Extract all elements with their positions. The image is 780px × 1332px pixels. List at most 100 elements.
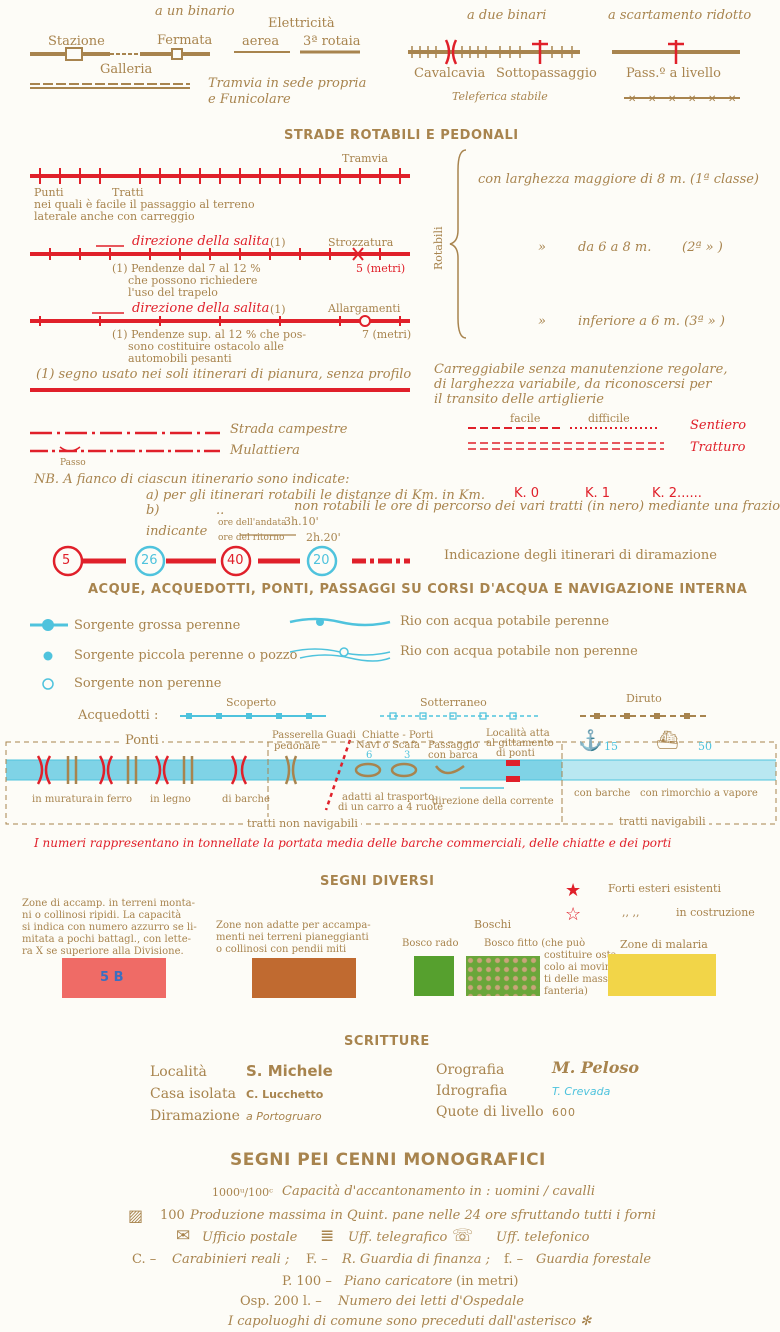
produzione-text: Produzione massima in Quint. pane nelle … xyxy=(190,1208,656,1223)
carreggiabile-line2: di larghezza variabile, da riconoscersi … xyxy=(434,377,712,392)
ponte-muratura: in muratura xyxy=(32,794,93,805)
nb-line3-ditto: .. xyxy=(216,503,225,518)
sorgente-grossa-label: Sorgente grossa perenne xyxy=(74,618,241,633)
bosco-fitto-3: colo ai movimen- xyxy=(544,962,630,973)
piano-unit: (in metri) xyxy=(456,1274,519,1289)
km-2: K. 2...... xyxy=(652,486,702,501)
sorgente-piccola-label: Sorgente piccola perenne o pozzo xyxy=(74,648,298,663)
rotabili-brace xyxy=(449,149,467,339)
nb-line3-b: b) xyxy=(146,503,160,518)
passerella-label: Passerella xyxy=(272,730,324,741)
uff-telefonico: Uff. telefonico xyxy=(496,1230,590,1245)
adatti-line2: di un carro a 4 ruote xyxy=(338,802,444,813)
strozzatura-value: 5 (metri) xyxy=(356,262,406,275)
elettricita-label: Elettricità xyxy=(268,16,335,31)
scritture-heading: SCRITTURE xyxy=(344,1034,430,1049)
chiatte-label: Chiatte - Porti xyxy=(362,730,434,741)
rotabili-class3-ditto: » xyxy=(538,314,546,329)
segni-heading: SEGNI DIVERSI xyxy=(320,874,435,889)
zone1-line4: mitata a pochi battagl., con lette- xyxy=(22,934,191,945)
circle-5: 5 xyxy=(62,553,71,568)
itinerary-circles xyxy=(52,545,338,577)
direzione-corrente: direzione della corrente xyxy=(432,796,554,807)
carabinieri-text: Carabinieri reali ; xyxy=(172,1252,290,1267)
ospedale-code: Osp. 200 l. – xyxy=(240,1294,322,1309)
forestale-text: Guardia forestale xyxy=(536,1252,652,1267)
con-rimorchio: con rimorchio a vapore xyxy=(640,788,758,799)
mulattiera-label: Mulattiera xyxy=(230,443,300,458)
bosco-fitto-swatch xyxy=(466,956,540,996)
zone1-line5: ra X se superiore alla Divisione. xyxy=(22,946,184,957)
ponte-legno: in legno xyxy=(150,794,191,805)
zone1-line1: Zone di accamp. in terreni monta- xyxy=(22,898,196,909)
guadi-label: Guadi xyxy=(326,730,356,741)
navi-3: 3 xyxy=(404,750,411,761)
segno-pianura-note: (1) segno usato nei soli itinerari di pi… xyxy=(36,367,412,382)
tratti-non-navigabili: tratti non navigabili xyxy=(244,817,361,830)
rail-double-heading: a due binari xyxy=(467,8,547,23)
orografia-label: Orografia xyxy=(436,1062,505,1078)
km-1: K. 1 xyxy=(585,486,611,501)
pend1-line1: (1) Pendenze dal 7 al 12 % xyxy=(112,262,261,275)
rotabili-label: Rotabili xyxy=(432,226,445,270)
pedonale-label: pedonale xyxy=(274,741,321,752)
adatti-line1: adatti al trasporto xyxy=(342,792,435,803)
circle-20: 20 xyxy=(313,553,330,568)
stroz-mark xyxy=(352,247,371,327)
bosco-rado-swatch xyxy=(414,956,454,996)
km-0: K. 0 xyxy=(514,486,540,501)
teleferica-line: ✕✕✕✕✕✕ xyxy=(628,94,736,105)
mark-1b: (1) xyxy=(270,303,286,316)
svg-text:✕: ✕ xyxy=(628,94,636,105)
idrografia-example: T. Crevada xyxy=(552,1085,611,1098)
navi-6: 6 xyxy=(366,750,373,761)
zone1-line2: ni o collinosi ripidi. La capacità xyxy=(22,910,182,921)
localita-label: Località xyxy=(150,1064,207,1080)
sottopassaggio-label: Sottopassaggio xyxy=(496,66,597,81)
cenni-heading: SEGNI PEI CENNI MONOGRAFICI xyxy=(230,1150,546,1170)
svg-text:✕: ✕ xyxy=(648,94,656,105)
ore-andata-value: 3h.10' xyxy=(284,515,319,528)
circle-40: 40 xyxy=(227,553,244,568)
indicante-label: indicante xyxy=(146,524,208,539)
svg-text:✕: ✕ xyxy=(728,94,736,105)
galleria-label: Galleria xyxy=(100,62,153,77)
teleferica-label: Teleferica stabile xyxy=(452,90,548,103)
rotabili-class2-ditto: » xyxy=(538,240,546,255)
anchor-icon: ⚓ xyxy=(578,728,603,752)
carabinieri-code: C. – xyxy=(132,1252,157,1267)
diramazione-scr-label: Diramazione xyxy=(150,1108,240,1124)
con-barche: con barche xyxy=(574,788,631,799)
svg-text:★: ★ xyxy=(565,880,581,901)
svg-text:☆: ☆ xyxy=(565,904,581,925)
zone-accampamento-swatch: 5 B xyxy=(62,958,166,998)
acquedotti-label: Acquedotti : xyxy=(78,708,159,723)
punti-label: Punti xyxy=(34,186,64,199)
quote-label: Quote di livello xyxy=(436,1104,544,1120)
finanza-text: R. Guardia di finanza ; xyxy=(342,1252,491,1267)
zone2-line2: menti nei terreni pianeggianti xyxy=(216,932,369,943)
sotterraneo-label: Sotterraneo xyxy=(420,696,487,709)
localita-atta-1: Località atta xyxy=(486,728,550,739)
produzione-value: 100 xyxy=(160,1208,185,1223)
rio-perenne-label: Rio con acqua potabile perenne xyxy=(400,614,610,629)
allargamenti-label: Allargamenti xyxy=(328,302,401,315)
malaria-label: Zone di malaria xyxy=(620,938,708,951)
tramvia-label: Tramvia xyxy=(342,152,388,165)
ufficio-postale: Ufficio postale xyxy=(202,1230,298,1245)
ore-ritorno-label: ore del ritorno xyxy=(218,533,285,543)
diruto-label: Diruto xyxy=(626,692,662,705)
allargamenti-value: 7 (metri) xyxy=(362,328,412,341)
malaria-swatch xyxy=(608,954,716,996)
tratti-navigabili: tratti navigabili xyxy=(616,815,709,828)
passaggio-livello-label: Pass.º a livello xyxy=(626,66,722,81)
finanza-code: F. – xyxy=(306,1252,328,1267)
navi-label: Navi o Scafa xyxy=(356,740,421,751)
terza-rotaia-label: 3ª rotaia xyxy=(303,34,361,49)
porto-15: 15 xyxy=(604,740,618,753)
bosco-fitto-5: fanteria) xyxy=(544,986,588,997)
steamboat-icon: ⛴ xyxy=(656,730,679,751)
numeri-note: I numeri rappresentano in tonnellate la … xyxy=(34,836,672,850)
tratturo-label: Tratturo xyxy=(690,440,746,455)
